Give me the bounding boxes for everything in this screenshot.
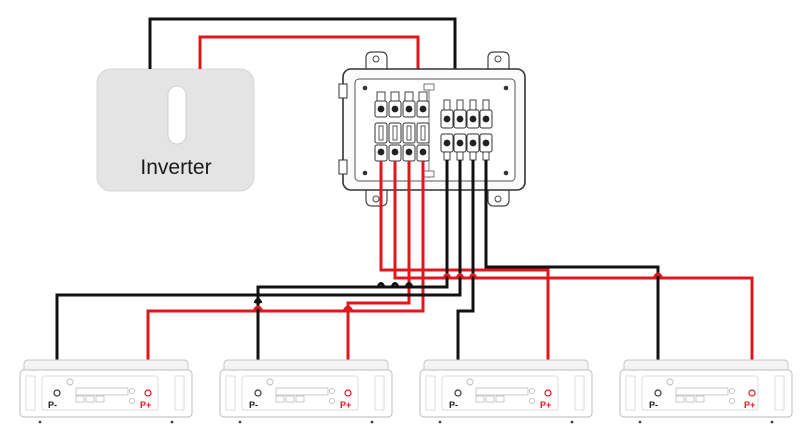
wire-crossover xyxy=(442,273,452,279)
wire-crossover xyxy=(652,272,664,279)
wire-crossover xyxy=(376,282,386,288)
busbar-terminal xyxy=(440,99,454,161)
wire-crossover xyxy=(468,273,478,279)
battery-negative-label: P- xyxy=(48,400,57,410)
battery-module-4: P- P+ xyxy=(619,359,793,424)
wire-crossover xyxy=(253,298,263,304)
wire-crossover xyxy=(342,305,354,312)
battery-positive-label: P+ xyxy=(340,400,351,410)
fuse-holder xyxy=(402,91,416,162)
battery-module-3: P- P+ xyxy=(419,359,593,424)
battery-positive-label: P+ xyxy=(140,400,151,410)
fuse-holder xyxy=(416,91,430,162)
fuse-holder xyxy=(374,91,388,162)
inverter-label: Inverter xyxy=(140,156,211,179)
battery-module-1: P- P+ xyxy=(19,359,193,424)
combiner-box xyxy=(338,51,526,207)
battery-negative-label: P- xyxy=(649,400,658,410)
busbar-terminal xyxy=(466,99,480,161)
wire-crossover xyxy=(404,282,414,288)
fuse-holder-bank xyxy=(374,91,430,162)
busbar-terminal xyxy=(453,99,467,161)
negative-terminal xyxy=(53,389,61,397)
negative-terminal xyxy=(254,389,262,397)
busbar-terminal xyxy=(479,99,493,161)
battery-negative-label: P- xyxy=(449,400,458,410)
wire-crossover xyxy=(390,282,400,288)
battery-cable-harness xyxy=(55,160,754,383)
inverter-display-slot xyxy=(167,85,187,145)
battery-module-2: P- P+ xyxy=(219,359,393,424)
negative-terminal xyxy=(654,389,662,397)
battery-negative-label: P- xyxy=(249,400,258,410)
battery-positive-label: P+ xyxy=(744,400,755,410)
busbar-terminal-bank xyxy=(440,99,493,161)
negative-terminal xyxy=(454,389,462,397)
wire-crossover xyxy=(455,273,465,279)
positive-terminal xyxy=(544,389,552,397)
inverter: Inverter xyxy=(96,68,255,192)
battery-positive-label: P+ xyxy=(540,400,551,410)
fuse-holder xyxy=(388,91,402,162)
positive-terminal xyxy=(144,389,152,397)
positive-terminal xyxy=(748,389,756,397)
wire-crossover xyxy=(252,305,264,312)
positive-terminal xyxy=(344,389,352,397)
